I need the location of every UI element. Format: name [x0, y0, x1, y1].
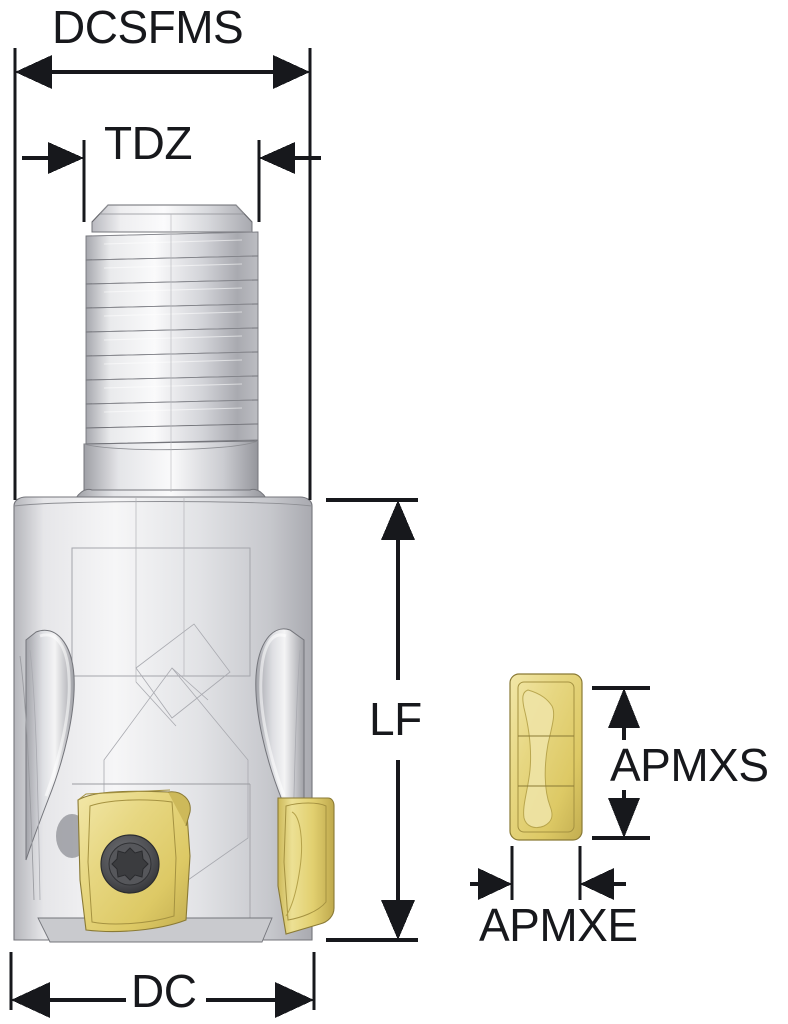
threaded-shank	[75, 204, 267, 499]
dimension-tdz	[22, 140, 321, 222]
dimension-dcsfms	[13, 48, 312, 500]
insert-detail-view	[509, 673, 583, 841]
dimension-label-dc: DC	[131, 965, 197, 1017]
carbide-insert-front	[77, 789, 191, 933]
dimension-dc	[9, 952, 316, 1018]
carbide-insert-side	[277, 797, 335, 935]
dimension-lf	[326, 498, 418, 942]
dimension-label-apmxs: APMXS	[610, 739, 769, 791]
dimension-label-apmxe: APMXE	[479, 899, 638, 951]
dimension-label-dcsfms: DCSFMS	[52, 1, 244, 53]
dimension-lines	[9, 48, 650, 1018]
dimension-apmxs	[592, 686, 650, 840]
dimension-label-tdz: TDZ	[104, 117, 192, 169]
dimension-apmxe	[470, 846, 626, 900]
dimension-label-lf: LF	[369, 693, 422, 745]
